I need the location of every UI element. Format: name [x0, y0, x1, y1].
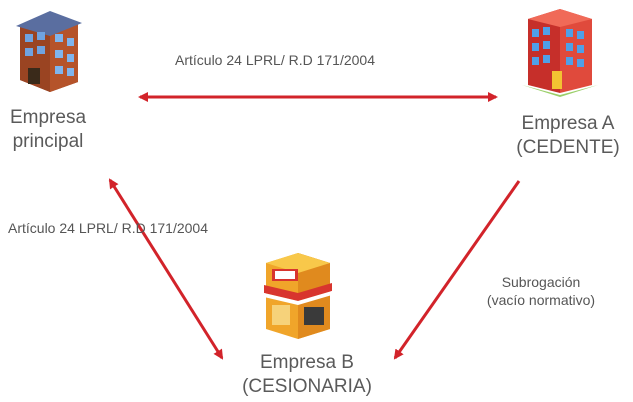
edge-label-a-b-line1: Subrogación — [501, 274, 581, 290]
node-empresa-principal-line2: principal — [12, 131, 84, 152]
node-empresa-b-line2: (CESIONARIA) — [242, 376, 372, 397]
node-empresa-principal: Empresa principal — [8, 106, 88, 154]
edge-label-principal-empresa-a: Artículo 24 LPRL/ R.D 171/2004 — [175, 52, 376, 68]
node-empresa-b: Empresa B (CESIONARIA) — [232, 351, 382, 399]
arrow-empresa-a-empresa-b — [393, 180, 521, 360]
node-empresa-principal-line1: Empresa — [9, 107, 87, 128]
edge-label-empresa-a-empresa-b: Subrogación (vacío normativo) — [466, 273, 616, 309]
arrow-principal-empresa-b — [108, 178, 224, 360]
node-empresa-a-line1: Empresa A — [521, 113, 615, 134]
edge-label-principal-empresa-b: Artículo 24 LPRL/ R.D 171/2004 — [8, 220, 209, 236]
node-empresa-a-line2: (CEDENTE) — [516, 137, 620, 158]
edge-label-a-b-line2: (vacío normativo) — [486, 292, 596, 308]
shop-storefront-icon — [264, 253, 332, 339]
node-empresa-b-line1: Empresa B — [260, 352, 354, 373]
brick-office-building-icon — [16, 11, 82, 92]
red-office-building-icon — [522, 9, 598, 97]
node-empresa-a: Empresa A (CEDENTE) — [505, 112, 631, 160]
